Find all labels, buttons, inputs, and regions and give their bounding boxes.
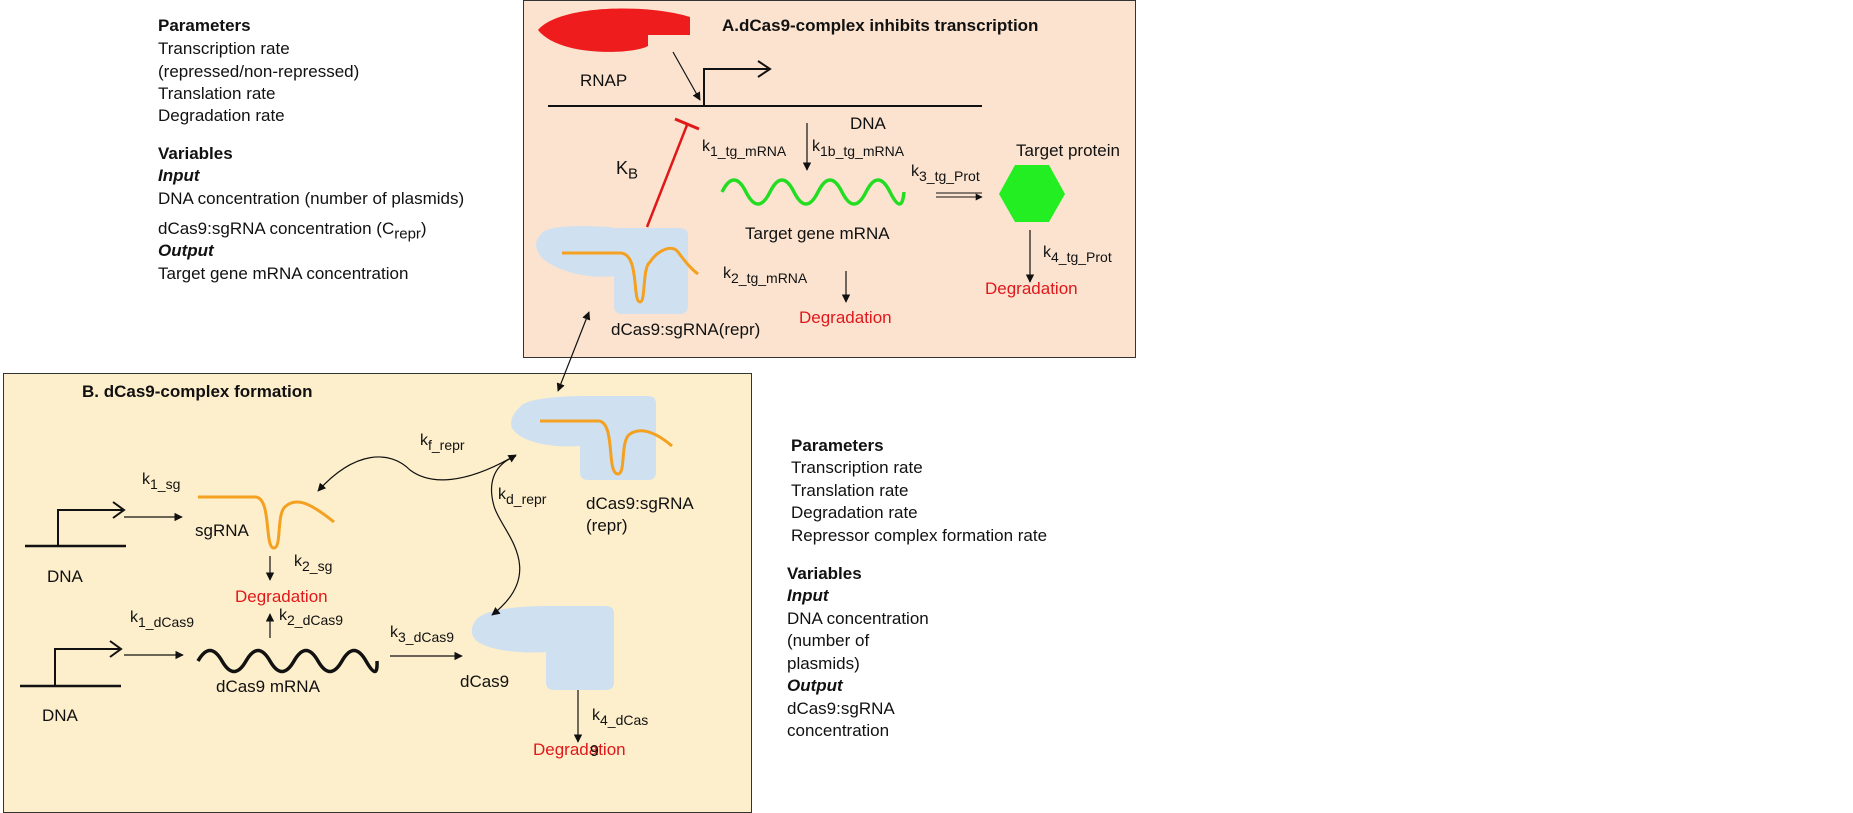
k1b-tg-mrna-label: k1b_tg_mRNA <box>812 138 905 159</box>
binding-arrow <box>556 311 591 392</box>
right-output-heading: Output <box>787 676 843 695</box>
k2-tg-mrna-label: k2_tg_mRNA <box>723 265 808 286</box>
right-output-line-2: concentration <box>787 721 890 740</box>
left-param-1: Transcription rate <box>158 39 290 58</box>
promoter-arrow-a <box>703 68 770 106</box>
dna-label-b-top: DNA <box>47 567 83 586</box>
right-input-line-2: (number of <box>787 631 870 650</box>
right-param-4: Repressor complex formation rate <box>791 526 1048 545</box>
left-param-4: Degradation rate <box>158 106 285 125</box>
k1-tg-mrna-label: k1_tg_mRNA <box>702 138 787 159</box>
right-params-heading: Parameters <box>791 436 884 455</box>
rnap-label: RNAP <box>580 71 628 90</box>
right-input-heading: Input <box>787 586 829 605</box>
left-output-1: Target gene mRNA concentration <box>158 264 409 283</box>
right-vars-heading: Variables <box>787 564 862 583</box>
left-param-2: (repressed/non-repressed) <box>158 62 360 81</box>
complex-label-a: dCas9:sgRNA(repr) <box>611 320 761 339</box>
target-mrna-label: Target gene mRNA <box>745 224 890 243</box>
dna-label-b-bottom: DNA <box>42 706 78 725</box>
target-protein-label: Target protein <box>1016 141 1120 160</box>
k2-sg-label: k2_sg <box>294 553 333 574</box>
k4-dcas-wrap-label: 9 <box>590 743 599 760</box>
complex-label-b-line-1: dCas9:sgRNA <box>586 494 694 513</box>
left-param-3: Translation rate <box>158 84 276 103</box>
left-input-2: dCas9:sgRNA concentration (Crepr) <box>158 219 427 243</box>
panel-b-title: B. dCas9-complex formation <box>82 382 313 401</box>
dcas9-degradation-label: Degradation <box>533 740 626 759</box>
right-output-line-1: dCas9:sgRNA <box>787 699 895 718</box>
protein-degradation-label: Degradation <box>985 279 1078 298</box>
repression-bar <box>674 117 700 131</box>
k3-dcas9-label: k3_dCas9 <box>390 624 455 645</box>
dcas9-mrna-wave <box>196 648 379 674</box>
left-input-1: DNA concentration (number of plasmids) <box>158 189 465 208</box>
kd-repr-label: kd_repr <box>498 486 547 507</box>
sgrna-strand-b <box>198 495 335 550</box>
rnap-arrow <box>672 51 701 101</box>
right-input-line-1: DNA concentration <box>787 609 929 628</box>
sgrna-label: sgRNA <box>195 521 249 540</box>
right-input-line-3: plasmids) <box>787 654 860 673</box>
k1-sg-label: k1_sg <box>142 471 181 492</box>
complex-formation-arc <box>317 454 517 492</box>
target-mrna-wave <box>720 178 906 206</box>
sgrna-degradation-label: Degradation <box>235 587 328 606</box>
rnap-shape <box>538 8 690 52</box>
complex-label-b-line-2: (repr) <box>586 516 628 535</box>
left-params-heading: Parameters <box>158 16 251 35</box>
left-vars-heading: Variables <box>158 144 233 163</box>
promoter-arrow-b-bottom <box>54 648 121 686</box>
sgrna-strand-a <box>562 246 699 304</box>
target-protein-hexagon <box>999 165 1065 222</box>
kb-label: KB <box>616 158 639 183</box>
panel-a-title: A.dCas9-complex inhibits transcription <box>722 16 1039 35</box>
right-param-3: Degradation rate <box>791 503 918 522</box>
repression-line <box>645 124 689 228</box>
right-param-1: Transcription rate <box>791 458 923 477</box>
right-param-2: Translation rate <box>791 481 909 500</box>
k4-dcas-label: k4_dCas <box>592 707 649 728</box>
left-output-heading: Output <box>158 241 214 260</box>
dna-label-a: DNA <box>850 114 886 133</box>
k2-dcas9-label: k2_dCas9 <box>279 607 344 628</box>
promoter-arrow-b-top <box>57 509 124 546</box>
left-input-heading: Input <box>158 166 200 185</box>
sgrna-strand-complex-b <box>540 419 673 476</box>
dcas9-complex-a-shape <box>536 226 688 314</box>
dcas9-complex-b-shape <box>511 396 656 480</box>
k3-tg-prot-label: k3_tg_Prot <box>911 163 980 184</box>
mrna-degradation-label: Degradation <box>799 308 892 327</box>
k4-tg-prot-label: k4_tg_Prot <box>1043 244 1112 265</box>
k1-dcas9-label: k1_dCas9 <box>130 609 195 630</box>
kf-repr-label: kf_repr <box>420 432 465 453</box>
complex-dissociation-arc <box>490 455 521 616</box>
dcas9-label: dCas9 <box>460 672 510 691</box>
dcas9-protein-shape <box>471 606 614 690</box>
dcas9-mrna-label: dCas9 mRNA <box>216 677 320 696</box>
